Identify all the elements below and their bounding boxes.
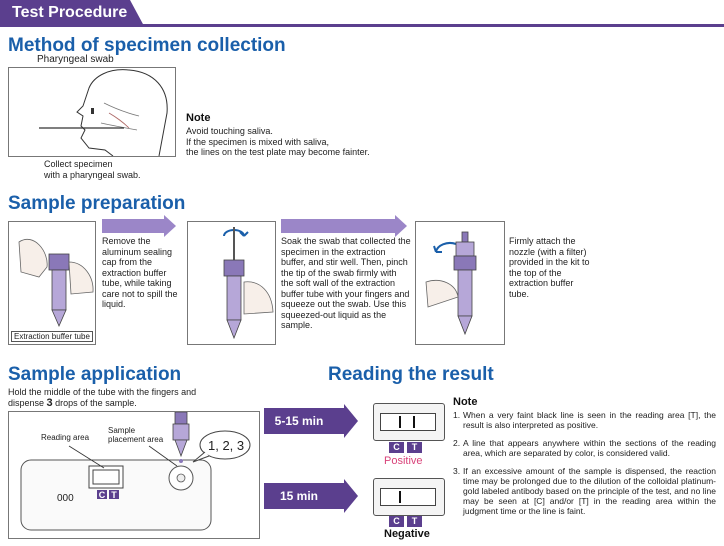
plate-t-mark: T [111,490,117,500]
specimen-note-title: Note [186,112,211,124]
reading-window [380,488,436,506]
step3-illustration [415,221,505,345]
step3-text: Firmly attach the nozzle (with a filter)… [509,236,590,299]
positive-t-mark: T [407,442,422,453]
tube-label: Extraction buffer tube [11,331,93,342]
instruction-post: drops of the sample. [52,397,137,408]
step1-text: Remove the aluminum sealing cap from the… [102,236,178,309]
swab-caption: Collect specimen with a pharyngeal swab. [44,159,141,180]
negative-result-plate [373,478,445,516]
positive-result-plate [373,403,445,441]
face-profile-icon [39,69,168,157]
stir-swab-icon [223,227,274,340]
reading-title: Reading the result [328,364,494,385]
positive-c-mark: C [389,442,404,453]
negative-t-mark: T [407,516,422,527]
drop-bubble-text: 1, 2, 3 [208,438,245,453]
negative-c-mark: C [389,516,404,527]
header-rule [0,24,724,27]
time-arrow-positive: 5-15 min [264,404,358,438]
placement-area-label: Sample placement area [108,426,164,444]
reading-window [380,413,436,431]
step-arrow [102,215,176,237]
application-instruction: Hold the middle of the tube with the fin… [8,387,218,408]
specimen-title: Method of specimen collection [8,35,286,56]
positive-label: Positive [384,455,423,467]
tube-open-icon [18,239,94,327]
reading-notes: 1.When a very faint black line is seen i… [453,410,716,524]
plate-code: 000 [57,493,74,504]
test-plate-icon [20,411,251,531]
control-line [399,491,401,503]
section-header-tab: Test Procedure [0,0,144,26]
step-arrow [281,215,407,237]
plate-c-mark: C [98,490,106,500]
negative-label: Negative [384,528,430,540]
instruction-pre: Hold the middle of the tube with the fin… [8,387,197,408]
step2-text: Soak the swab that collected the specime… [281,236,411,330]
drop-count: 3 [46,396,53,409]
swab-label: Pharyngeal swab [37,54,114,65]
step2-illustration [187,221,276,345]
reading-note-title: Note [453,396,478,408]
note-item: 3.If an excessive amount of the sample i… [453,466,716,516]
prep-title: Sample preparation [8,193,186,214]
time-arrow-negative: 15 min [264,479,358,513]
attach-nozzle-icon [425,231,477,336]
test-line [413,416,415,428]
application-illustration: Reading area Sample placement area 1, 2,… [8,411,260,539]
note-item: 2.A line that appears anywhere within th… [453,438,716,458]
note-item: 1.When a very faint black line is seen i… [453,410,716,430]
application-title: Sample application [8,364,182,385]
reading-area-label: Reading area [41,433,90,442]
swab-illustration [8,67,176,157]
control-line [399,416,401,428]
specimen-note-text: Avoid touching saliva. If the specimen i… [186,126,370,157]
step1-illustration: Extraction buffer tube [8,221,96,345]
